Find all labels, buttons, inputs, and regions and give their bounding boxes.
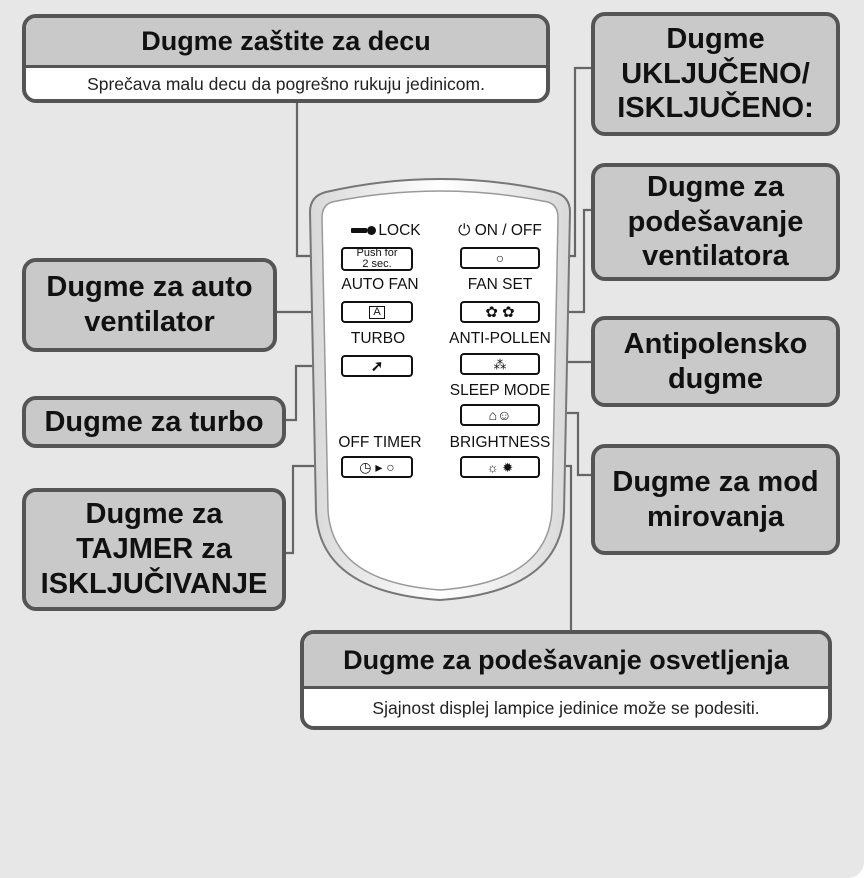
pollen-icon: ⁂: [493, 356, 507, 372]
timer-clock-icon: ◷ ▸ ○: [359, 459, 395, 475]
turbo-label: TURBO: [350, 330, 406, 347]
turbo-arrow-icon: ➚: [370, 357, 384, 375]
lock-text-group: LOCK: [340, 222, 432, 240]
label-on-off: Dugme UKLJUČENO/ ISKLJUČENO:: [591, 12, 840, 136]
brightness-title: Dugme za podešavanje osvetljenja: [304, 634, 828, 689]
label-fan-set: Dugme za podešavanje ventilatora: [591, 163, 840, 281]
label-auto-fan-text: Dugme za auto ventilator: [46, 271, 253, 338]
label-on-off-text: Dugme UKLJUČENO/ ISKLJUČENO:: [617, 22, 814, 125]
label-turbo: Dugme za turbo: [22, 396, 286, 448]
on-off-label: ON / OFF: [474, 222, 542, 239]
label-sleep-mode-text: Dugme za mod mirovanja: [612, 465, 819, 533]
sleep-mode-button[interactable]: ⌂☺: [460, 404, 540, 426]
brightness-description: Sjajnost displej lampice jedinice može s…: [372, 698, 760, 718]
child-lock-title: Dugme zaštite za decu: [26, 18, 546, 68]
power-icon: ⏻: [458, 222, 471, 239]
key-ring: [367, 226, 377, 236]
child-lock-callout: Dugme zaštite za decu Sprečava malu decu…: [22, 14, 550, 103]
brightness-callout: Dugme za podešavanje osvetljenja Sjajnos…: [300, 630, 832, 730]
key-icon: [351, 228, 368, 234]
auto-fan-label: AUTO FAN: [341, 276, 419, 293]
label-turbo-text: Dugme za turbo: [44, 405, 264, 438]
on-off-button[interactable]: ○: [460, 247, 540, 269]
label-sleep-mode: Dugme za mod mirovanja: [591, 444, 840, 555]
remote-control: LOCK Push for 2 sec. ⏻ ON / OFF ○ AUTO F…: [308, 172, 572, 610]
fan-set-button[interactable]: ✿ ✿: [460, 301, 540, 323]
label-auto-fan: Dugme za auto ventilator: [22, 258, 277, 352]
turbo-button[interactable]: ➚: [341, 355, 413, 377]
fan-set-label: FAN SET: [467, 276, 533, 293]
off-timer-label: OFF TIMER: [338, 434, 422, 451]
brightness-button[interactable]: ☼ ✹: [460, 456, 540, 478]
remote-body: [308, 178, 572, 602]
brightness-label: BRIGHTNESS: [449, 434, 551, 451]
anti-pollen-button[interactable]: ⁂: [460, 353, 540, 375]
anti-pollen-label: ANTI-POLLEN: [449, 330, 551, 347]
auto-fan-button[interactable]: A: [341, 301, 413, 323]
lock-button[interactable]: Push for 2 sec.: [341, 247, 413, 271]
label-anti-pollen: Antipolensko dugme: [591, 316, 840, 407]
label-fan-set-text: Dugme za podešavanje ventilatora: [627, 170, 804, 273]
sleep-mode-label: SLEEP MODE: [449, 382, 551, 399]
lock-label: LOCK: [378, 222, 421, 239]
sleep-house-icon: ⌂☺: [488, 407, 512, 423]
off-timer-button[interactable]: ◷ ▸ ○: [341, 456, 413, 478]
label-anti-pollen-text: Antipolensko dugme: [623, 327, 808, 395]
fan-icon: ✿ ✿: [485, 303, 515, 321]
label-off-timer-text: Dugme za TAJMER za ISKLJUČIVANJE: [40, 498, 268, 600]
on-off-text-group: ⏻ ON / OFF: [452, 222, 548, 240]
auto-fan-icon: A: [369, 305, 385, 319]
label-off-timer: Dugme za TAJMER za ISKLJUČIVANJE: [22, 488, 286, 611]
sun-icon: ☼ ✹: [486, 459, 514, 475]
child-lock-description: Sprečava malu decu da pogrešno rukuju je…: [87, 74, 485, 94]
